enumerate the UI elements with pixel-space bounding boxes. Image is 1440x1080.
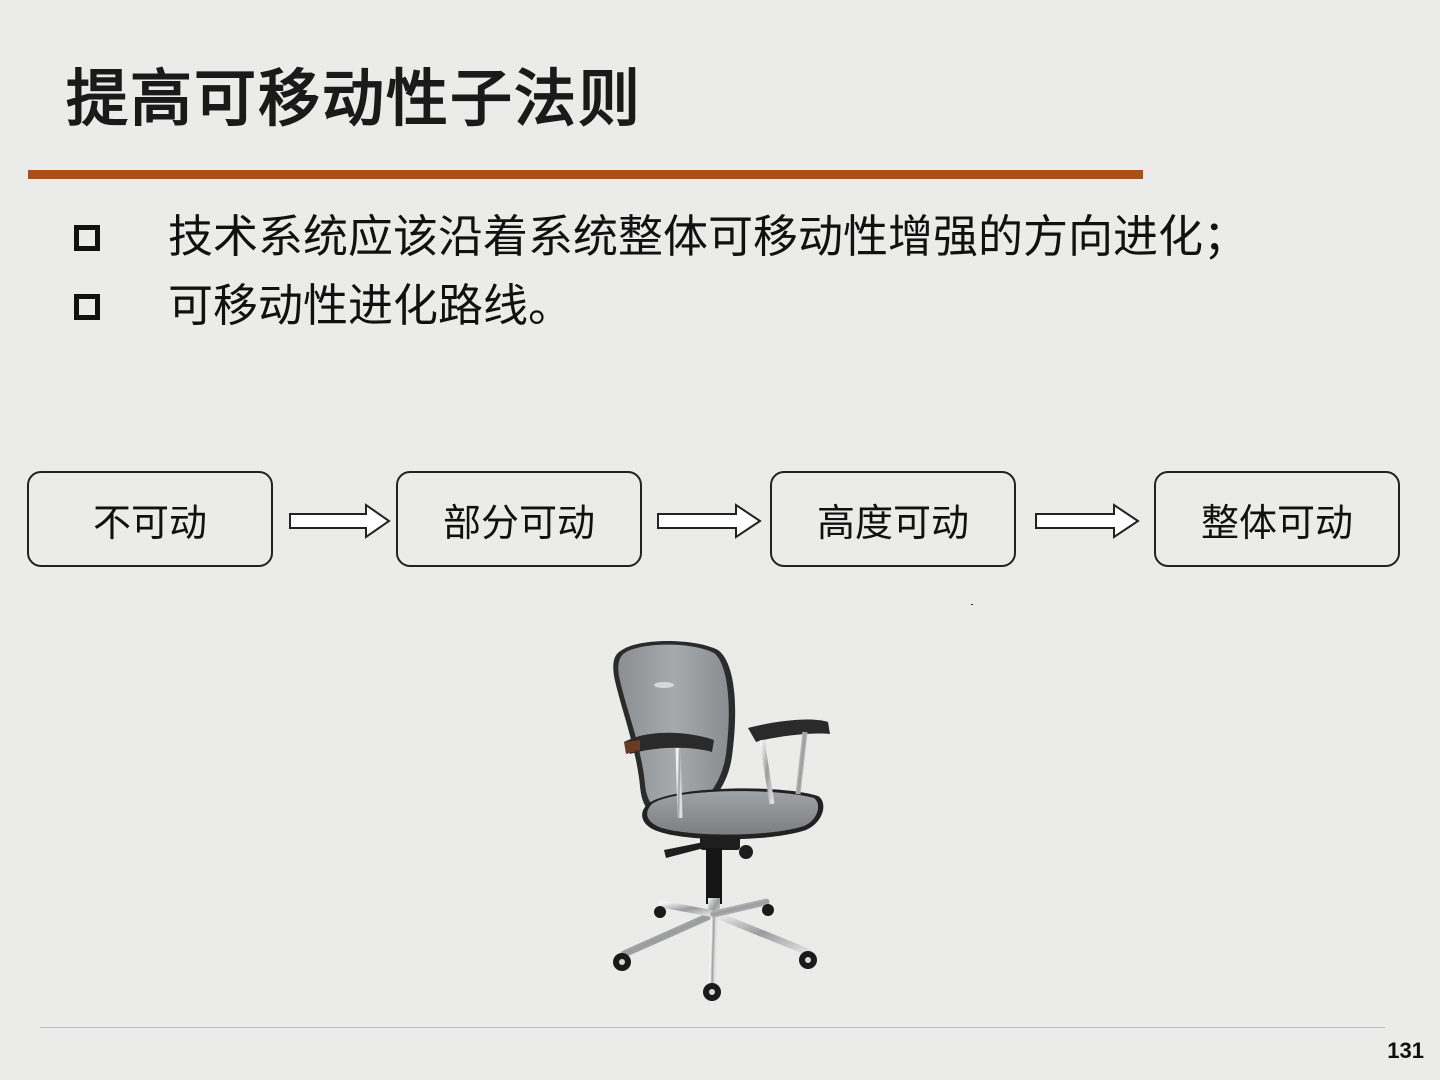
office-chair-image — [613, 641, 830, 1001]
slide-title: 提高可移动性子法则 — [66, 62, 643, 135]
right-arrow-icon — [1035, 503, 1140, 539]
title-underline — [28, 170, 1143, 179]
flow-step-immovable: 不可动 — [27, 471, 273, 567]
flow-step-fully-movable: 整体可动 — [1154, 471, 1400, 567]
right-arrow-icon — [289, 503, 391, 539]
page-number: 131 — [1387, 1038, 1424, 1063]
square-bullet-icon — [74, 225, 100, 251]
stray-mark — [971, 604, 973, 605]
bullet-text: 可移动性进化路线。 — [168, 279, 574, 332]
footer-divider — [40, 1027, 1385, 1028]
bullet-text: 技术系统应该沿着系统整体可移动性增强的方向进化； — [168, 210, 1249, 263]
flow-step-partially-movable: 部分可动 — [396, 471, 642, 567]
flow-step-highly-movable: 高度可动 — [770, 471, 1016, 567]
square-bullet-icon — [74, 294, 100, 320]
right-arrow-icon — [657, 503, 762, 539]
